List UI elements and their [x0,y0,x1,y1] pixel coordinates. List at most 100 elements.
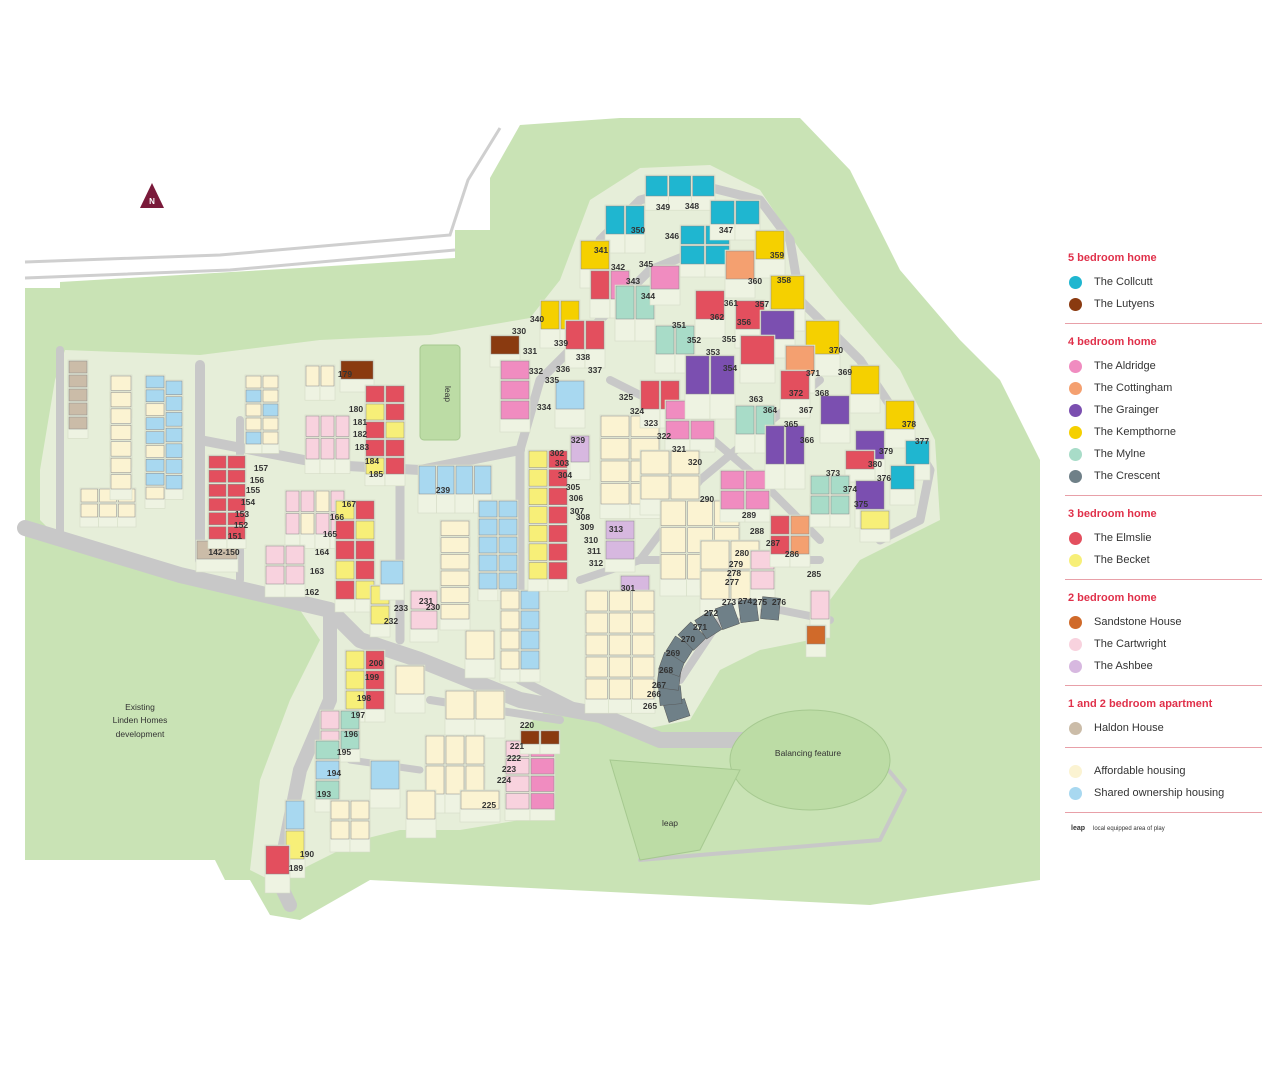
legend-item: The Kempthorne [1065,421,1265,443]
house-affordable [440,537,470,553]
house-affordable [585,612,608,634]
plot-number: 362 [710,312,724,322]
plot-number: 162 [305,587,319,597]
house-affordable [330,800,350,820]
house-shared [498,554,518,572]
plot-number: 340 [530,314,544,324]
house-shared [145,389,165,403]
house-cartwright [265,565,285,585]
house-aldridge [650,265,680,290]
plot-number: 367 [799,405,813,415]
house-elmslie [227,469,246,483]
plot-number: 196 [344,729,358,739]
house-elmslie [355,500,375,520]
house-mylne [340,710,360,730]
house-affordable [110,474,132,490]
house-affordable [670,475,700,500]
house-affordable [99,503,117,518]
plot-number: 356 [737,317,751,327]
plot-number: 275 [753,597,767,607]
house-haldon [68,416,88,430]
house-collcutt [735,200,760,225]
house-elmslie [770,515,790,535]
plot-number: 280 [735,548,749,558]
plot-number: 200 [369,658,383,668]
plot-number: 273 [722,597,736,607]
house-block [379,559,405,601]
plot-number: 365 [784,419,798,429]
house-becket [385,421,405,439]
house-becket [528,487,548,505]
plot-number: 364 [763,405,777,415]
plot-number: 265 [643,701,657,711]
house-affordable [632,634,655,656]
north-arrow: N [140,183,164,208]
plot-number: 164 [315,547,329,557]
legend-item-label: The Cartwright [1094,638,1167,650]
house-crescent [677,621,707,651]
house-block [724,249,756,299]
plot-number: 277 [725,577,739,587]
plot-number: 221 [510,741,524,751]
legend-swatch-icon [1069,659,1082,673]
plot-number: 348 [685,201,699,211]
plot-number: 301 [621,583,635,593]
house-block [569,434,591,481]
house-affordable [609,590,631,612]
house-aldridge [530,758,555,775]
house-block [499,359,531,433]
house-block [694,289,726,339]
house-cartwright [320,438,335,460]
house-elmslie [385,439,405,457]
house-affordable [660,527,686,553]
house-aldridge [530,775,555,792]
plot-number: 342 [611,262,625,272]
legend-section-title: 2 bedroom home [1068,592,1157,604]
legend-item: Sandstone House [1065,611,1265,633]
house-aldridge [665,420,690,440]
house-aldridge [690,420,715,440]
house-collcutt [605,205,625,235]
house-block [644,174,716,211]
legend-item: The Ashbee [1065,655,1265,677]
leap-area-north [419,344,461,441]
house-elmslie [365,650,385,670]
leap-label-south: leap [662,818,678,828]
plot-number: 357 [755,299,769,309]
house-affordable [687,500,713,526]
house-becket [370,605,390,625]
house-cartwright [285,565,305,585]
plot-number: 220 [520,720,534,730]
plot-number: 279 [729,559,743,569]
house-elmslie [590,270,610,300]
plot-number: 375 [854,499,868,509]
house-affordable [110,408,132,424]
house-becket [528,450,548,468]
house-elmslie [335,520,355,540]
plot-number: 312 [589,558,603,568]
house-elmslie [640,380,660,410]
legend-item-label: The Lutyens [1094,298,1155,310]
house-cartwright [750,570,775,590]
house-shared [145,459,165,472]
legend-swatch-icon [1069,786,1082,800]
house-elmslie [227,526,246,540]
house-block [554,379,586,429]
house-cartwright [335,438,350,460]
house-lutyens [490,335,520,355]
plot-number: 330 [512,326,526,336]
house-block [314,739,341,813]
plot-number: 194 [327,768,341,778]
house-crescent [737,598,759,624]
legend-item-label: The Crescent [1094,470,1161,482]
house-affordable [110,392,132,408]
house-block [444,689,506,739]
house-block [67,359,89,439]
house-block [904,439,931,481]
house-block [304,414,351,474]
house-affordable [145,445,165,458]
house-cartwright [320,710,340,730]
legend-section-title: 3 bedroom home [1068,508,1157,520]
plot-number: 287 [766,538,780,548]
house-cartwright [315,513,330,535]
